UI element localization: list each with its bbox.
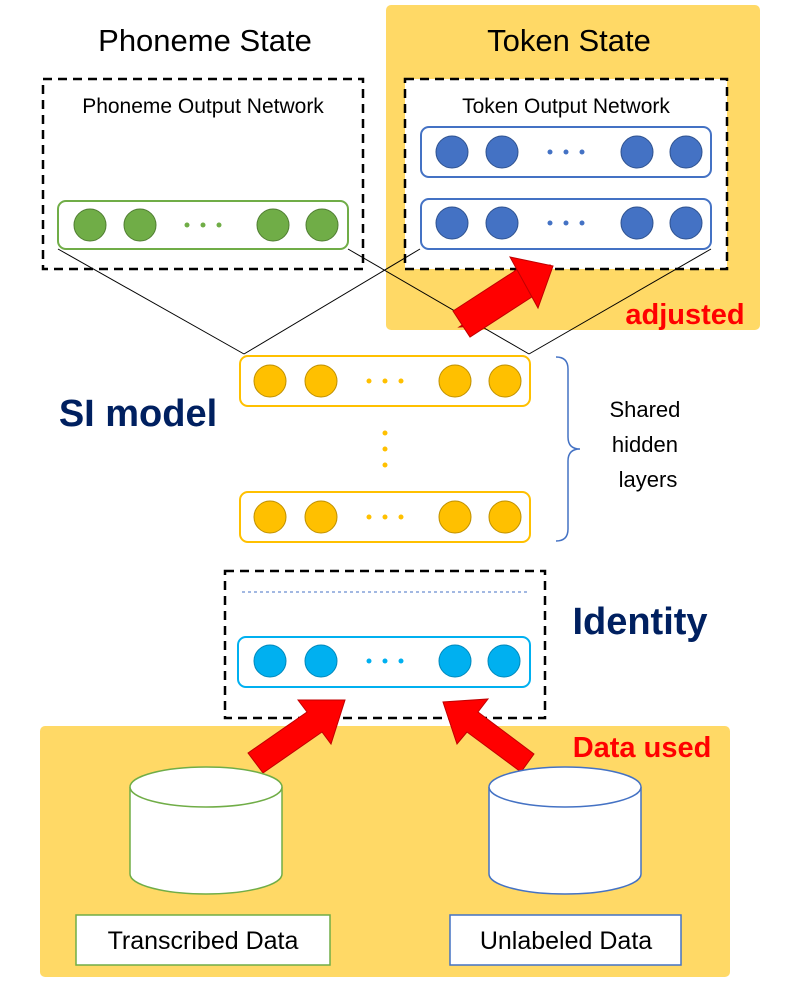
token-output-layer-bottom — [420, 198, 712, 250]
neuron — [620, 206, 654, 240]
phoneme-output-layer — [57, 200, 349, 250]
transcribed-data-arrow — [247, 699, 346, 774]
neuron — [435, 135, 469, 169]
ellipsis-dot — [382, 446, 388, 452]
ellipsis-dot — [216, 222, 222, 228]
connector-line — [243, 248, 421, 355]
ellipsis-dot — [366, 658, 372, 664]
vertical-ellipsis — [382, 430, 388, 468]
phoneme-state-title: Phoneme State — [98, 23, 312, 58]
neuron — [304, 644, 338, 678]
ellipsis-dot — [200, 222, 206, 228]
ellipsis-dot — [563, 149, 569, 155]
hidden-layer-bottom — [239, 491, 531, 543]
transcribed-data-cylinder — [129, 766, 283, 895]
neuron — [435, 206, 469, 240]
neuron — [253, 364, 287, 398]
neuron — [304, 364, 338, 398]
neuron — [485, 206, 519, 240]
neuron — [620, 135, 654, 169]
connector-line — [57, 248, 245, 355]
neuron — [485, 135, 519, 169]
ellipsis-dot — [366, 378, 372, 384]
neuron — [438, 364, 472, 398]
neuron — [73, 208, 107, 242]
connector-line — [528, 248, 712, 355]
ellipsis-dot — [563, 220, 569, 226]
adjusted-arrow-head — [509, 256, 554, 310]
ellipsis-dot — [547, 149, 553, 155]
neuron — [256, 208, 290, 242]
identity-label: Identity — [572, 601, 707, 643]
shared-hidden-layers-line: layers — [619, 467, 678, 492]
unlabeled-data-arrow — [442, 698, 535, 773]
ellipsis-dot — [547, 220, 553, 226]
neuron — [253, 644, 287, 678]
ellipsis-dot — [382, 462, 388, 468]
token-output-layer-top — [420, 126, 712, 178]
neuron — [438, 500, 472, 534]
unlabeled-data-cylinder — [488, 766, 642, 895]
ellipsis-dot — [579, 149, 585, 155]
adjusted-label: adjusted — [625, 299, 744, 331]
unlabeled-data-label: Unlabeled Data — [480, 927, 652, 955]
token-output-network-label: Token Output Network — [462, 95, 670, 118]
neuron — [669, 206, 703, 240]
token-state-title: Token State — [487, 23, 651, 58]
ellipsis-dot — [184, 222, 190, 228]
phoneme-output-network-label: Phoneme Output Network — [82, 95, 324, 118]
ellipsis-dot — [398, 378, 404, 384]
unlabeled-data-label-box — [449, 914, 682, 966]
connector-line — [347, 248, 530, 355]
ellipsis-dot — [579, 220, 585, 226]
neuron — [438, 644, 472, 678]
ellipsis-dot — [382, 430, 388, 436]
transcribed-data-label: Transcribed Data — [108, 927, 299, 955]
ellipsis-dot — [398, 514, 404, 520]
neuron — [488, 500, 522, 534]
neuron — [304, 500, 338, 534]
ellipsis-dot — [366, 514, 372, 520]
identity-layer — [237, 636, 531, 688]
si-model-label: SI model — [59, 393, 217, 435]
ellipsis-dot — [382, 378, 388, 384]
data-used-label: Data used — [573, 732, 712, 764]
hidden-layer-top — [239, 355, 531, 407]
neuron — [253, 500, 287, 534]
ellipsis-dot — [382, 514, 388, 520]
shared-hidden-layers-line: Shared — [609, 397, 680, 422]
ellipsis-dot — [382, 658, 388, 664]
neuron — [123, 208, 157, 242]
shared-layers-brace — [555, 356, 581, 542]
neuron — [669, 135, 703, 169]
shared-hidden-layers-line: hidden — [612, 432, 678, 457]
neuron — [487, 644, 521, 678]
shared-hidden-layers-label: Shared hidden layers — [609, 397, 686, 492]
neuron — [305, 208, 339, 242]
identity-box — [223, 569, 547, 720]
transcribed-data-label-box — [75, 914, 331, 966]
neuron — [488, 364, 522, 398]
ellipsis-dot — [398, 658, 404, 664]
